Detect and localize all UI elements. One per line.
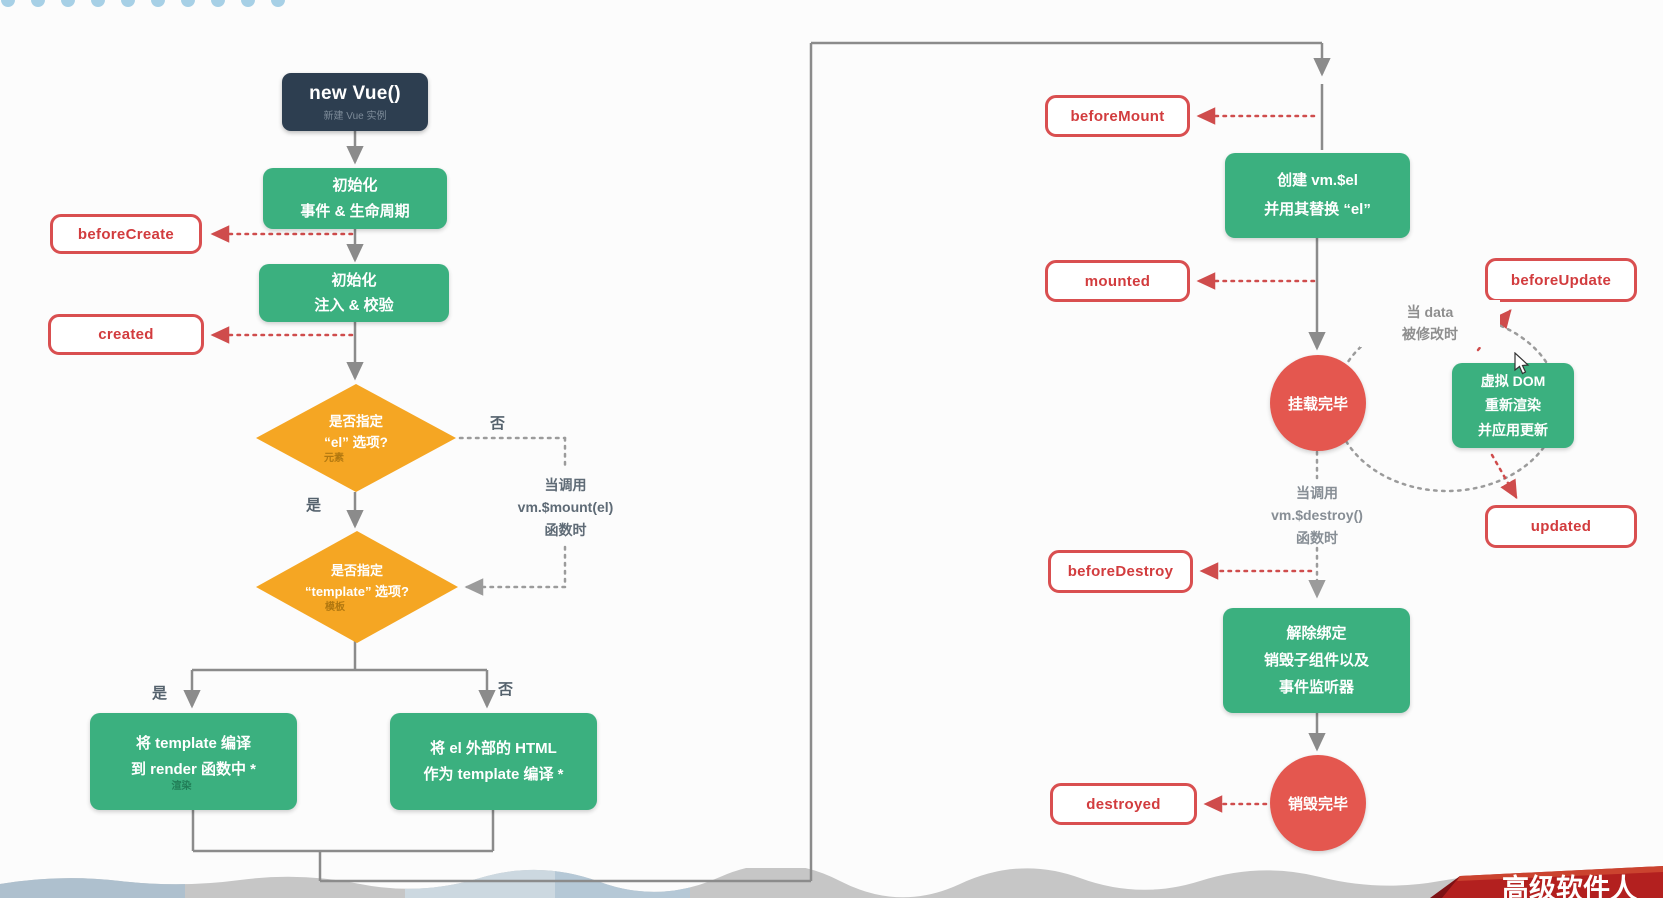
process-line: 作为 template 编译 *: [423, 765, 564, 783]
hook-mounted: mounted: [1045, 260, 1190, 302]
note-destroy-call: 当调用 vm.$destroy() 函数时: [1247, 482, 1387, 549]
torn-edge-top-icon: [1, 0, 285, 7]
torn-edge-bottom-icon: [0, 868, 1663, 898]
mouse-cursor-icon: [1514, 352, 1530, 375]
label-no-template: 否: [498, 681, 514, 698]
note-mount-call: 当调用 vm.$mount(el) 函数时: [488, 474, 643, 541]
process-line: 重新渲染: [1485, 397, 1541, 414]
hook-beforeMount: beforeMount: [1045, 95, 1190, 137]
process-init-lifecycle: 初始化 事件 & 生命周期: [263, 168, 447, 229]
hook-beforeCreate: beforeCreate: [50, 214, 202, 254]
note-line: vm.$mount(el): [517, 499, 614, 516]
note-line: 当 data: [1406, 304, 1454, 320]
process-line: 虚拟 DOM: [1480, 372, 1546, 389]
process-line: 创建 vm.$el: [1277, 172, 1358, 189]
process-line: 将 template 编译: [135, 735, 252, 752]
process-line: 事件 & 生命周期: [300, 202, 410, 220]
decision-line: “template” 选项?: [304, 583, 409, 599]
process-line: 初始化: [332, 177, 378, 194]
state-mounted-done: 挂载完毕: [1270, 355, 1366, 451]
hook-updated: updated: [1485, 505, 1637, 548]
note-line: vm.$destroy(): [1271, 507, 1363, 524]
process-vdom-rerender: 虚拟 DOM 重新渲染 并应用更新: [1452, 363, 1574, 448]
process-line: 解除绑定: [1286, 625, 1347, 642]
note-line: 被修改时: [1402, 326, 1458, 343]
process-line: 注入 & 校验: [314, 297, 394, 314]
hook-destroyed: destroyed: [1050, 783, 1197, 825]
new-vue-subtitle: 新建 Vue 实例: [323, 110, 387, 122]
process-compile-template: 将 template 编译 到 render 函数中 * 渲染: [90, 713, 297, 810]
label-yes-template: 是: [152, 685, 168, 702]
hook-beforeDestroy: beforeDestroy: [1048, 550, 1193, 593]
process-line: 事件监听器: [1278, 679, 1354, 696]
process-create-el: 创建 vm.$el 并用其替换 “el”: [1225, 153, 1410, 238]
hook-beforeUpdate: beforeUpdate: [1485, 258, 1637, 302]
note-line: 函数时: [544, 521, 587, 538]
decision-line: “el” 选项?: [324, 434, 388, 450]
state-destroyed-done: 销毁完毕: [1270, 755, 1366, 851]
watermark-text: 高级软件人: [1502, 873, 1637, 898]
process-init-injections: 初始化 注入 & 校验: [259, 264, 449, 322]
label-no-el: 否: [490, 415, 506, 432]
decision-note: 模板: [325, 601, 345, 613]
process-line: 将 el 外部的 HTML: [430, 740, 557, 757]
decision-note: 元素: [324, 453, 344, 465]
decision-line: 是否指定: [330, 563, 383, 579]
label-yes-el: 是: [306, 497, 322, 514]
process-line: 到 render 函数中 *: [130, 760, 257, 778]
new-vue-node: new Vue() 新建 Vue 实例: [282, 73, 428, 131]
note-data-changed: 当 data 被修改时: [1360, 300, 1500, 347]
process-teardown: 解除绑定 销毁子组件以及 事件监听器: [1223, 608, 1410, 713]
note-line: 当调用: [1296, 485, 1338, 501]
watermark-banner: 高级软件人: [1430, 864, 1663, 898]
note-line: 当调用: [544, 477, 587, 493]
note-line: 函数时: [1296, 529, 1338, 546]
process-note: 渲染: [171, 781, 192, 792]
new-vue-title: new Vue(): [309, 82, 401, 104]
hook-created: created: [48, 314, 204, 355]
decision-line: 是否指定: [329, 413, 383, 429]
process-compile-outer-html: 将 el 外部的 HTML 作为 template 编译 *: [390, 713, 597, 810]
process-line: 初始化: [331, 271, 377, 289]
process-line: 并用其替换 “el”: [1264, 200, 1371, 218]
process-line: 并应用更新: [1478, 421, 1548, 438]
process-line: 销毁子组件以及: [1263, 652, 1369, 669]
